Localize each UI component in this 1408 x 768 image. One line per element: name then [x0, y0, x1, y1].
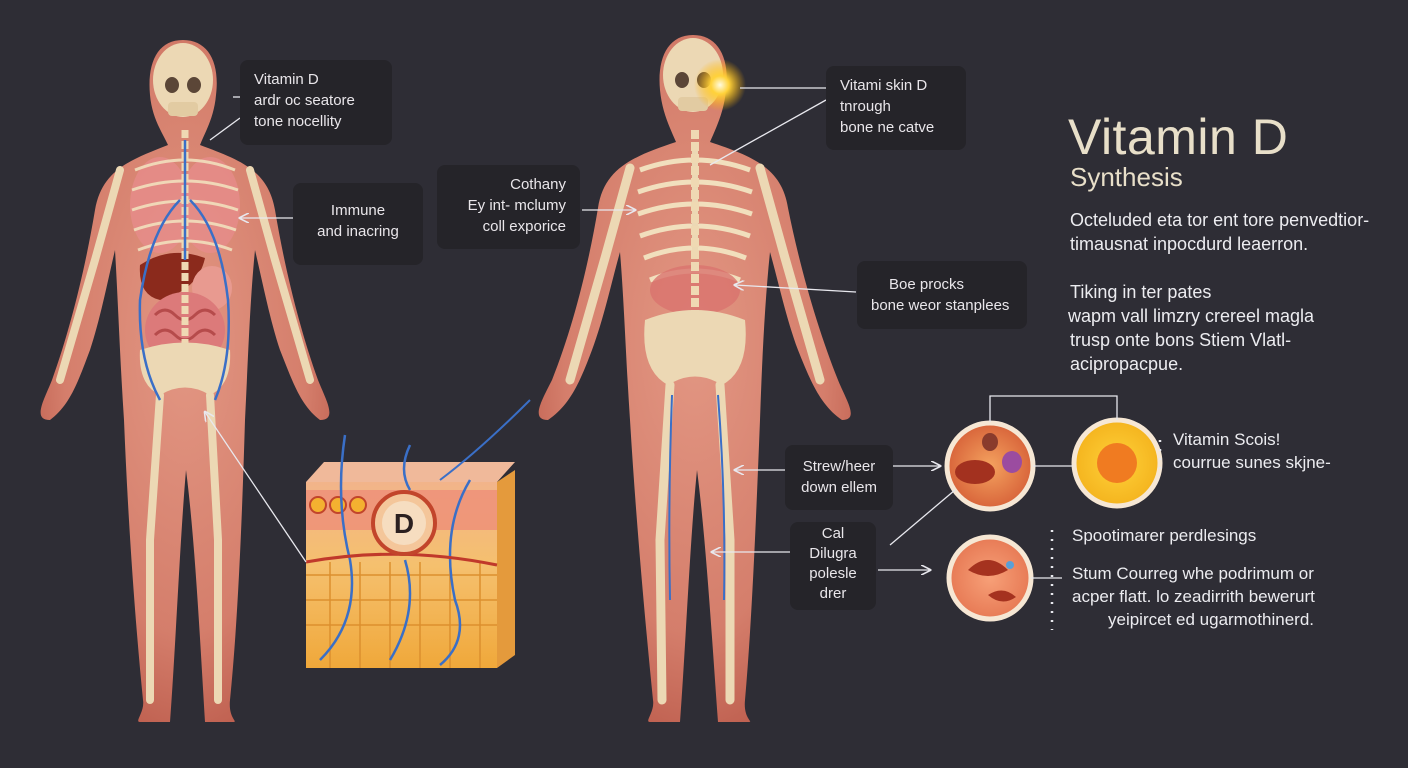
left-body-figure	[40, 40, 330, 722]
description-line: acipropacpue.	[1070, 354, 1184, 374]
connector-cell-bracket	[989, 395, 1118, 422]
cell-circle-bottom	[946, 534, 1034, 622]
callout-line: Cothany	[510, 176, 566, 193]
callout-line: ardr oc seatore	[254, 92, 355, 109]
cell-yellow-nucleus	[1097, 443, 1137, 483]
callout-line: Immune	[330, 202, 386, 219]
right-skull-eye-r	[675, 72, 689, 88]
callout-line: Cal	[821, 525, 845, 542]
callout-line: tone nocellity	[254, 113, 342, 130]
vitamin-d-badge	[382, 501, 426, 545]
diagram-subtitle: Synthesis	[1070, 162, 1183, 192]
cell-label-line: courrue sunes skjne-	[1173, 453, 1331, 472]
callout-line: Vitamin D	[254, 71, 319, 88]
cell-label-line: Vitamin Scois!	[1173, 430, 1281, 449]
right-body-figure	[538, 35, 851, 722]
callout-strewheer: Strew/heer down ellem	[785, 445, 893, 510]
callout-vitami-skin: Vitami skin D tnrough bone ne catve	[826, 66, 966, 150]
skin-nerve-connector	[439, 399, 531, 481]
callout-line: Vitami skin D	[840, 77, 928, 94]
left-limb-bones	[56, 166, 314, 704]
callout-line: and inacring	[317, 223, 399, 240]
cell-bottom-organelles	[968, 560, 1016, 602]
right-veins	[668, 394, 726, 601]
callout-line: bone weor stanplees	[871, 297, 1010, 314]
callout-line: bone ne catve	[840, 119, 935, 136]
callout-line: Ey int- mclumy	[467, 197, 566, 214]
cell-label-spootimarer: Spootimarer perdlesings	[1072, 524, 1256, 547]
left-pelvis	[139, 342, 231, 395]
callout-cothany: Cothany Ey int- mclumy coll exporice	[437, 165, 580, 249]
right-limb-bones	[565, 163, 825, 705]
left-skull-jaw	[168, 102, 198, 116]
left-skull-eye-r	[165, 77, 179, 93]
callout-line: down ellem	[801, 479, 877, 496]
right-pelvis	[644, 310, 746, 385]
left-veins	[138, 140, 231, 401]
connector-boe-procks	[735, 285, 857, 293]
callout-line: Strew/heer	[802, 458, 876, 475]
skin-cross-section: D	[305, 399, 531, 668]
callout-line: coll exporice	[482, 218, 566, 235]
callout-immune: Immune and inacring	[293, 183, 423, 265]
left-liver	[139, 252, 205, 300]
skin-block-side	[497, 470, 515, 668]
cell-illustrations	[944, 417, 1163, 622]
cell-red-organelle-1	[955, 460, 995, 484]
callout-cal: Cal Dilugra polesle drer	[790, 522, 876, 610]
cell-label-line: yeipircet ed ugarmothinerd.	[1108, 610, 1315, 629]
cell-label-stum: Stum Courreg whe podrimum or acper flatt…	[1072, 562, 1315, 631]
callout-line: tnrough	[840, 98, 891, 115]
callout-boe-procks: Boe procks bone weor stanplees	[857, 261, 1027, 329]
callout-line: polesle	[809, 565, 857, 582]
cell-red-organelle-3	[982, 433, 998, 451]
cell-label-line: Spootimarer perdlesings	[1072, 526, 1257, 545]
connector-vitami-skin	[709, 99, 827, 166]
description-line: timausnat inpocdurd leaerron.	[1070, 234, 1309, 254]
connector-lines	[205, 87, 1162, 630]
skin-blood-vessels	[319, 434, 472, 666]
vitamin-d-badge-label: D	[394, 508, 414, 539]
left-lung-left	[180, 157, 240, 253]
cell-label-line: Stum Courreg whe podrimum or	[1072, 564, 1314, 583]
callout-line: Dilugra	[809, 545, 857, 562]
connector-vitamin-d-diag	[209, 117, 241, 141]
skin-fat-cells	[306, 562, 497, 668]
connector-cell-diag	[889, 489, 956, 546]
description-paragraph-2: Tiking in ter pates wapm vall limzry cre…	[1068, 280, 1315, 376]
description-line: Tiking in ter pates	[1070, 282, 1212, 302]
description-paragraph: Octeluded eta tor ent tore penvedtior- t…	[1070, 208, 1369, 256]
description-line: wapm vall limzry crereel magla	[1068, 306, 1315, 326]
skin-cell-2	[329, 496, 347, 514]
cell-label-vitamin: Vitamin Scois! courrue sunes skjne-	[1173, 428, 1331, 474]
skin-cell-1	[309, 496, 327, 514]
cell-bottom-dot	[1006, 561, 1014, 569]
skin-block-top	[306, 462, 515, 482]
cell-red-organelle-2	[1002, 451, 1022, 473]
callout-vitamin-d: Vitamin D ardr oc seatore tone nocellity	[240, 60, 392, 145]
description-line: trusp onte bons Stiem Vlatl-	[1070, 330, 1292, 350]
left-skull-eye-l	[187, 77, 201, 93]
sun-glow-icon	[694, 59, 746, 111]
connector-skin	[205, 412, 307, 563]
left-skull	[153, 43, 213, 117]
skin-cell-3	[349, 496, 367, 514]
callout-line: Boe procks	[889, 276, 965, 293]
cell-label-line: acper flatt. lo zeadirrith bewerurt	[1072, 587, 1315, 606]
description-line: Octeluded eta tor ent tore penvedtior-	[1070, 210, 1370, 230]
diagram-title: Vitamin D	[1068, 109, 1289, 165]
callout-line: drer	[819, 585, 847, 602]
